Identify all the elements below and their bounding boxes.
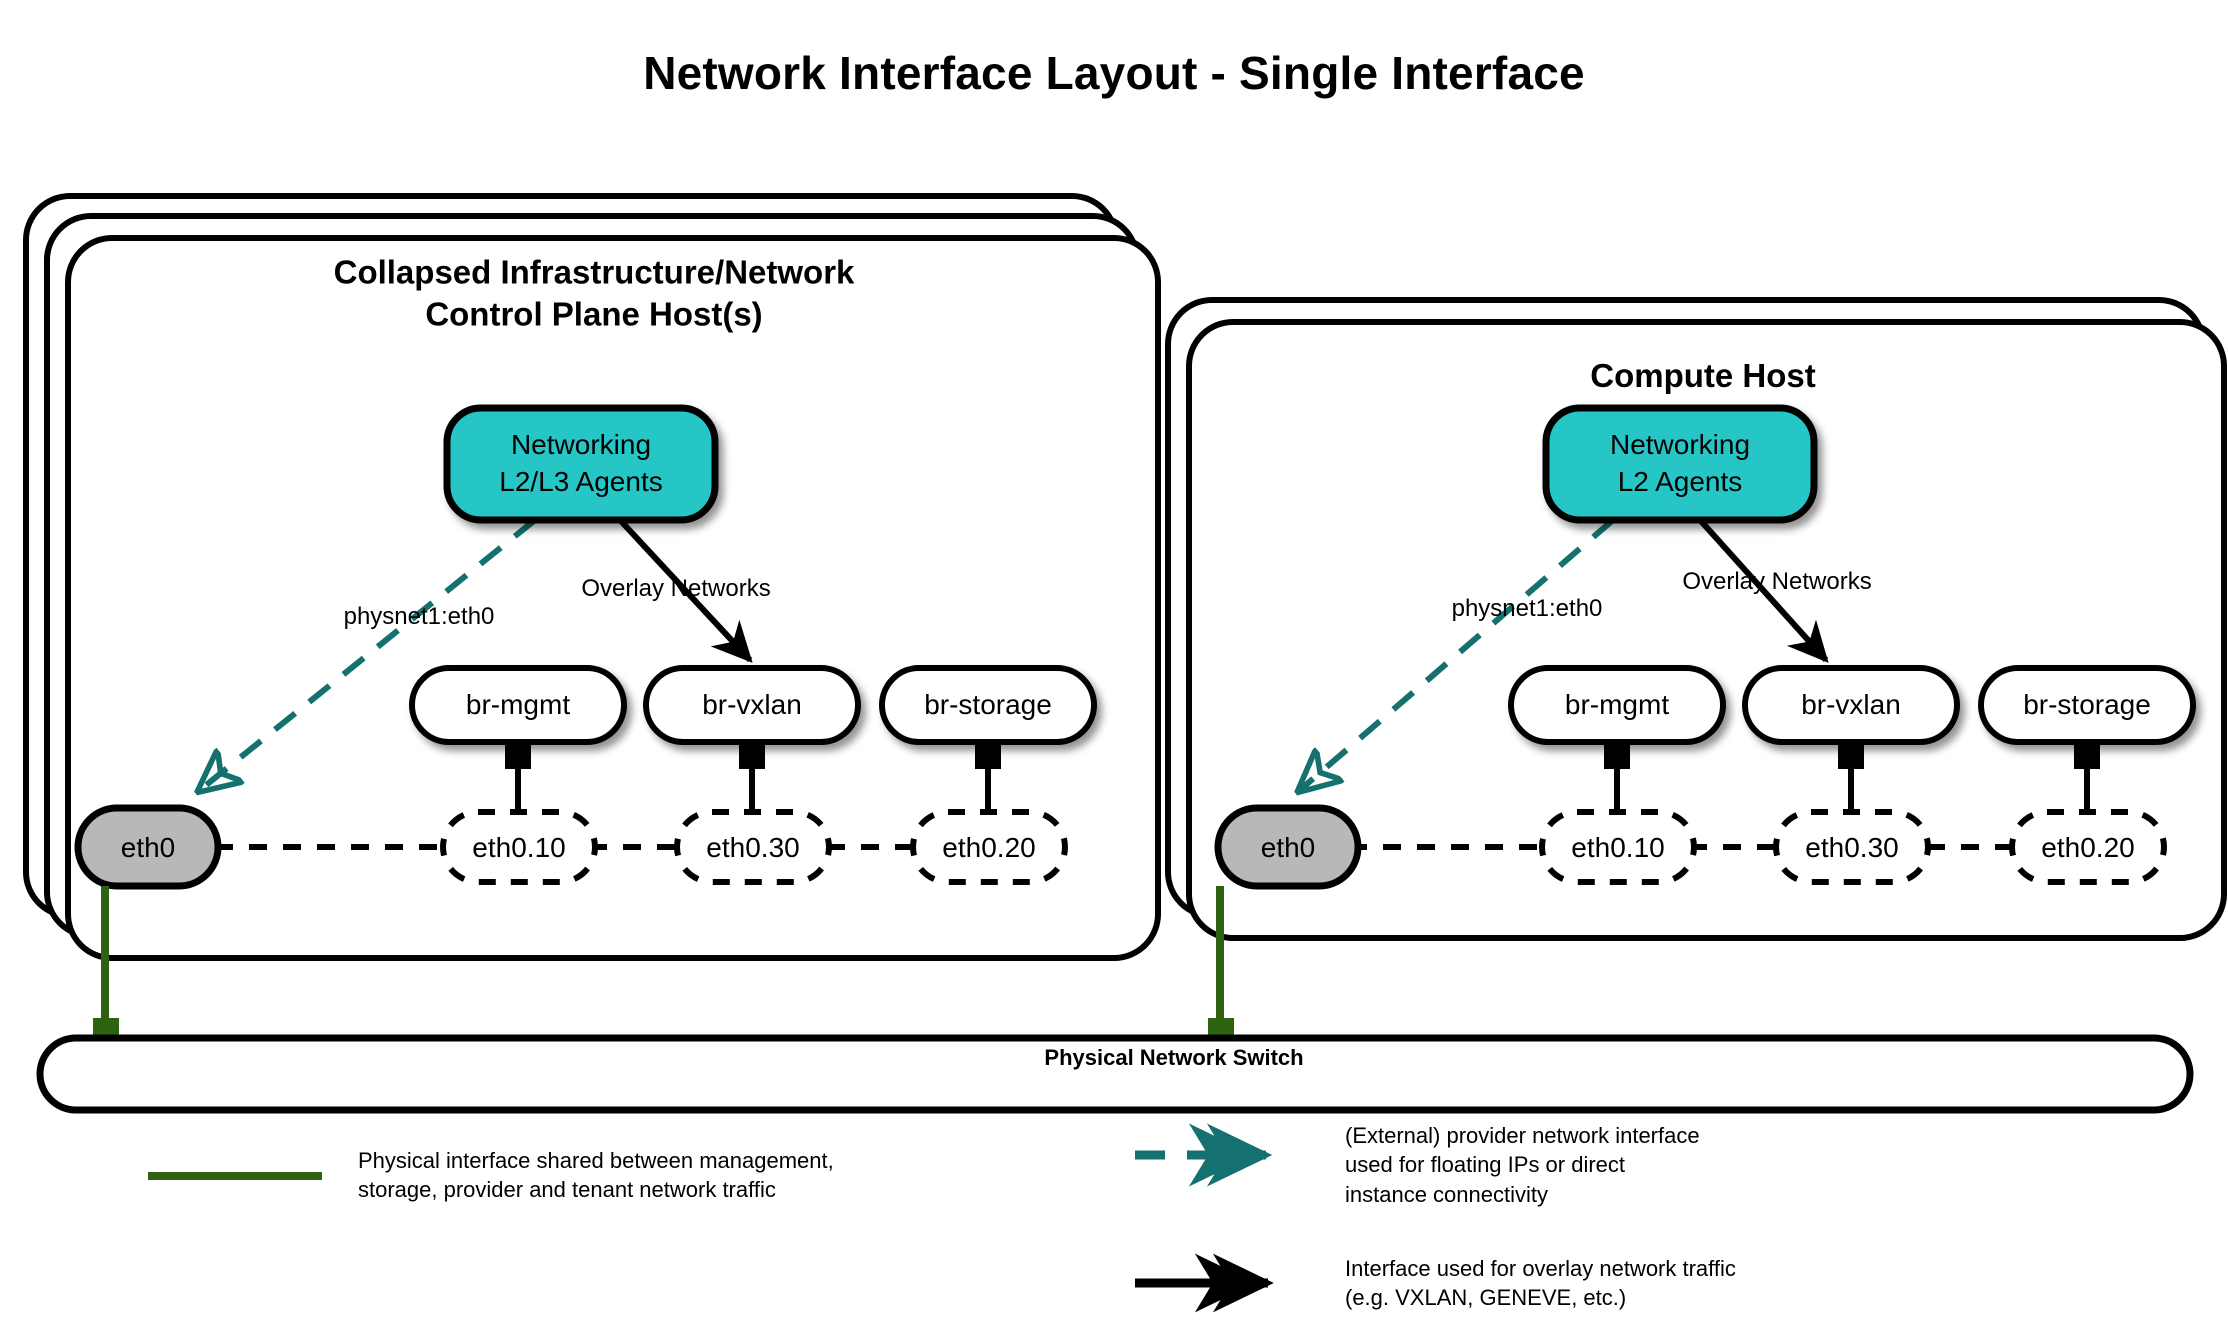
legend-text-overlay: Interface used for overlay network traff… bbox=[1345, 1256, 1736, 1311]
eth0-node-control-plane bbox=[74, 804, 222, 890]
legend-text-provider: (External) provider network interface us… bbox=[1345, 1123, 1700, 1207]
provider-edge-control-plane bbox=[200, 517, 537, 790]
bridges-compute bbox=[1508, 665, 2196, 745]
agent-box-control-plane bbox=[443, 404, 719, 524]
overlay-edge-compute bbox=[1697, 517, 1829, 663]
vlan-nodes-compute bbox=[1539, 809, 2167, 885]
agent-box-compute bbox=[1542, 404, 1818, 524]
vlan-nodes-control-plane bbox=[440, 809, 1068, 885]
legend-text-physical: Physical interface shared between manage… bbox=[358, 1148, 834, 1203]
overlay-edge-control-plane bbox=[617, 517, 753, 663]
physical-network-switch bbox=[36, 1034, 2194, 1114]
provider-edge-compute bbox=[1300, 517, 1615, 790]
page-title: Network Interface Layout - Single Interf… bbox=[643, 47, 1585, 99]
bridges-control-plane bbox=[409, 665, 1097, 745]
host-card-stack-compute bbox=[1165, 297, 2227, 941]
eth0-node-compute bbox=[1214, 804, 1362, 890]
